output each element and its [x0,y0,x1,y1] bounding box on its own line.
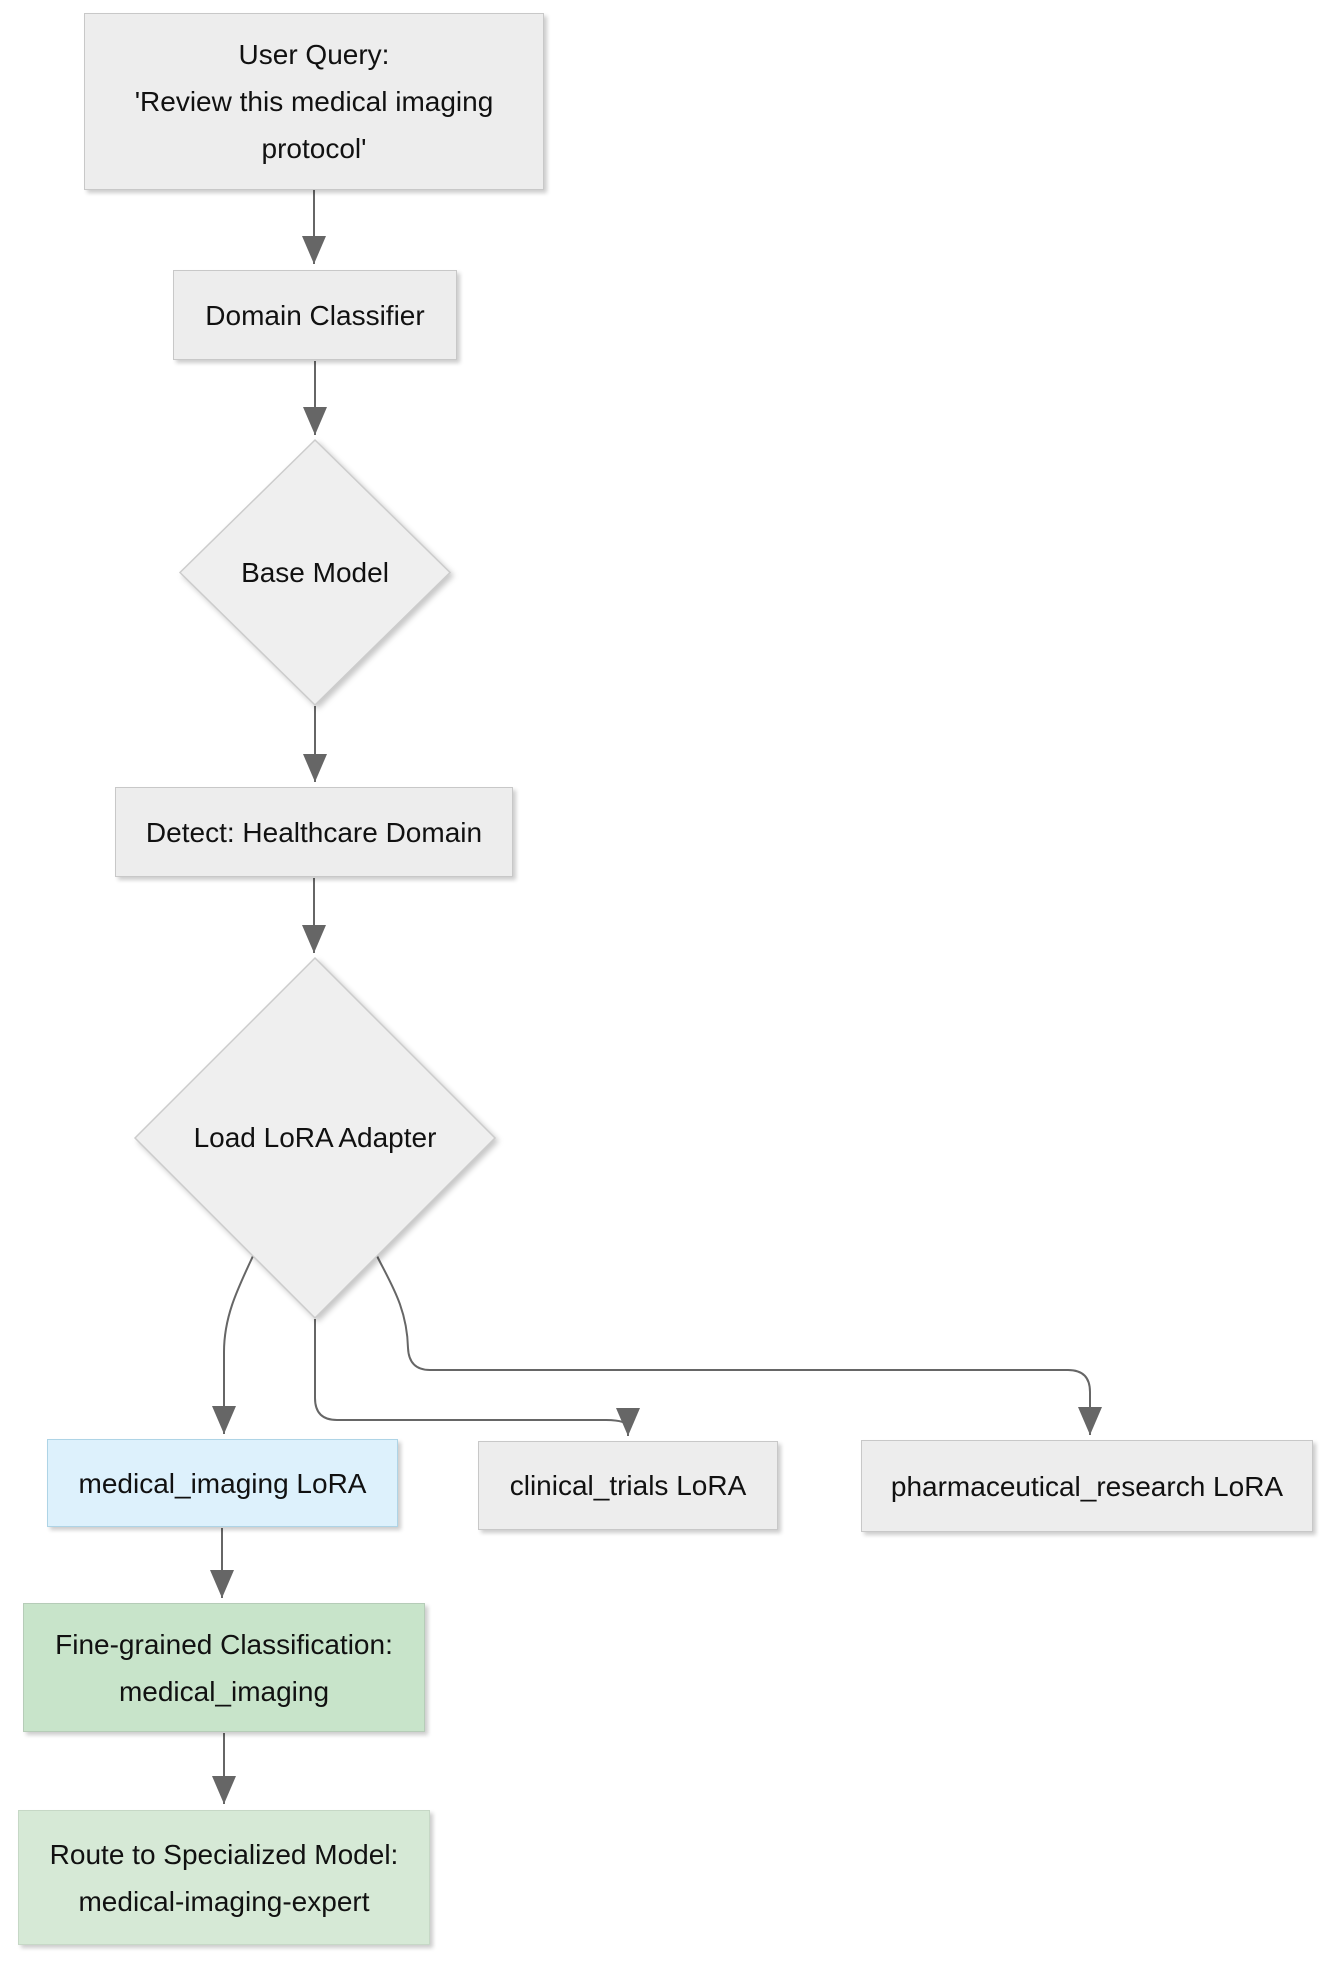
diamond-base-model [178,438,452,707]
node-detect-healthcare: Detect: Healthcare Domain [115,787,513,877]
node-fine-grained-line1: Fine-grained Classification: [55,1628,393,1660]
edge-loadlora-to-pharma [376,1255,1102,1435]
node-clinical-trials-lora-label: clinical_trials LoRA [509,1470,747,1501]
diamond-load-lora [133,956,497,1320]
node-medical-imaging-lora-label: medical_imaging LoRA [78,1467,367,1499]
edge-loadlora-to-clinical [314,1319,640,1436]
node-user-query-line2: 'Review this medical imaging [134,86,494,117]
node-route-line2: medical-imaging-expert [78,1885,370,1917]
node-fine-grained-line2: medical_imaging [118,1675,330,1707]
node-medical-imaging-lora: medical_imaging LoRA [47,1439,398,1527]
node-user-query-line1: User Query: [238,39,390,70]
node-clinical-trials-lora: clinical_trials LoRA [478,1441,778,1530]
node-domain-classifier: Domain Classifier [173,270,457,360]
node-pharmaceutical-research-lora: pharmaceutical_research LoRA [861,1440,1313,1532]
node-user-query: User Query: 'Review this medical imaging… [84,13,544,190]
node-pharmaceutical-research-lora-label: pharmaceutical_research LoRA [890,1470,1284,1502]
edge-loadlora-to-medical [212,1255,254,1434]
node-user-query-line3: protocol' [261,133,367,164]
node-detect-healthcare-label: Detect: Healthcare Domain [145,816,483,848]
node-fine-grained-classification: Fine-grained Classification: medical_ima… [23,1603,425,1732]
node-route-line1: Route to Specialized Model: [49,1838,399,1870]
node-domain-classifier-label: Domain Classifier [205,299,425,331]
node-route-specialized-model: Route to Specialized Model: medical-imag… [18,1810,430,1945]
